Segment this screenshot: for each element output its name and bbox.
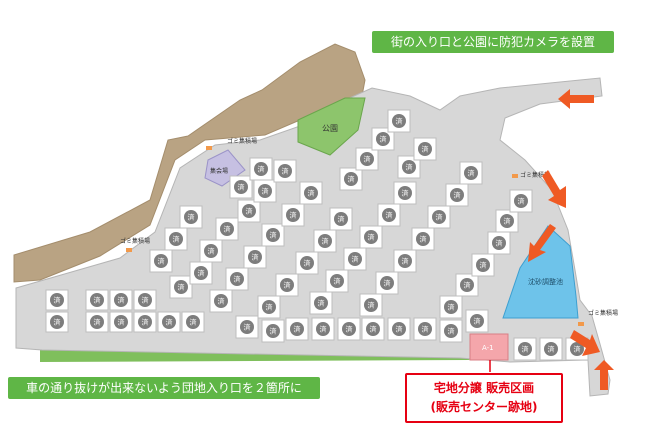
camera-notice: 街の入り口と公園に防犯カメラを設置: [372, 31, 614, 53]
svg-text:済: 済: [270, 327, 277, 336]
svg-text:済: 済: [224, 225, 231, 234]
svg-text:済: 済: [334, 277, 341, 286]
svg-text:済: 済: [480, 261, 487, 270]
svg-text:済: 済: [262, 187, 269, 196]
svg-text:済: 済: [448, 327, 455, 336]
svg-text:済: 済: [338, 215, 345, 224]
svg-text:済: 済: [396, 117, 403, 126]
park-label: 公園: [322, 124, 338, 133]
sale-subtitle: (販売センター跡地): [430, 400, 538, 414]
svg-text:済: 済: [318, 299, 325, 308]
svg-text:済: 済: [54, 318, 61, 327]
svg-text:済: 済: [436, 213, 443, 222]
svg-text:済: 済: [190, 318, 197, 327]
svg-text:済: 済: [244, 323, 251, 332]
svg-text:済: 済: [282, 167, 289, 176]
svg-text:済: 済: [496, 239, 503, 248]
svg-text:済: 済: [188, 213, 195, 222]
svg-text:済: 済: [518, 197, 525, 206]
svg-text:済: 済: [246, 207, 253, 216]
svg-text:済: 済: [118, 296, 125, 305]
pond-label: 沈砂調整池: [528, 277, 563, 286]
entrance-arrow-icon: [528, 89, 614, 390]
garbage-station-3: [512, 174, 518, 178]
svg-text:済: 済: [522, 345, 529, 354]
svg-text:済: 済: [54, 296, 61, 305]
svg-text:済: 済: [422, 325, 429, 334]
meeting-hall-label: 集会場: [210, 167, 228, 175]
entrance-notice: 車の通り抜けが出来ないよう団地入り口を２箇所に: [8, 377, 320, 399]
svg-text:済: 済: [448, 303, 455, 312]
garbage-station-4: [578, 322, 584, 326]
pond: [502, 225, 579, 319]
svg-text:済: 済: [94, 296, 101, 305]
svg-text:済: 済: [352, 255, 359, 264]
svg-text:済: 済: [173, 235, 180, 244]
svg-text:済: 済: [308, 189, 315, 198]
sold-badges: [50, 114, 584, 356]
garbage-label-1: ゴミ集積場: [227, 137, 257, 145]
svg-text:済: 済: [290, 211, 297, 220]
svg-text:済: 済: [422, 145, 429, 154]
park: [297, 97, 366, 156]
svg-text:済: 済: [370, 325, 377, 334]
svg-text:済: 済: [218, 297, 225, 306]
svg-text:済: 済: [402, 257, 409, 266]
svg-text:済: 済: [320, 325, 327, 334]
svg-text:済: 済: [454, 191, 461, 200]
garbage-label-2: ゴミ集積場: [120, 237, 150, 245]
svg-text:済: 済: [368, 233, 375, 242]
svg-text:済: 済: [166, 318, 173, 327]
sale-lot-callout[interactable]: 宅地分譲 販売区画 (販売センター跡地): [405, 373, 563, 423]
svg-text:済: 済: [118, 318, 125, 327]
svg-text:済: 済: [402, 189, 409, 198]
svg-text:済: 済: [468, 169, 475, 178]
svg-text:済: 済: [384, 279, 391, 288]
svg-text:済: 済: [258, 165, 265, 174]
svg-text:済: 済: [346, 325, 353, 334]
svg-text:済: 済: [270, 231, 277, 240]
svg-text:済: 済: [420, 235, 427, 244]
svg-text:済: 済: [294, 325, 301, 334]
svg-text:済: 済: [208, 247, 215, 256]
svg-text:済: 済: [142, 296, 149, 305]
sale-title: 宅地分譲 販売区画: [433, 381, 535, 395]
hillside: [13, 43, 366, 283]
svg-text:済: 済: [548, 345, 555, 354]
svg-text:済: 済: [574, 345, 581, 354]
svg-text:済: 済: [364, 155, 371, 164]
garbage-label-3: ゴミ集積場: [520, 171, 550, 179]
svg-text:済: 済: [348, 175, 355, 184]
svg-text:済: 済: [386, 211, 393, 220]
svg-text:済: 済: [178, 283, 185, 292]
svg-text:済: 済: [322, 237, 329, 246]
garbage-station-2: [126, 248, 132, 252]
svg-text:済: 済: [234, 275, 241, 284]
sold-badge-labels: 済済 済済済 済済済済済 済済済 済済済済 済済済 済済 済済済済済済 済済済済…: [54, 117, 581, 354]
svg-text:済: 済: [94, 318, 101, 327]
svg-text:済: 済: [304, 259, 311, 268]
svg-text:済: 済: [252, 253, 259, 262]
svg-text:済: 済: [158, 257, 165, 266]
sale-lot-a1[interactable]: [469, 333, 509, 361]
svg-text:済: 済: [142, 318, 149, 327]
svg-text:済: 済: [198, 269, 205, 278]
svg-text:済: 済: [380, 135, 387, 144]
svg-text:済: 済: [474, 317, 481, 326]
sale-lot-label: A-1: [482, 344, 494, 352]
svg-text:済: 済: [396, 325, 403, 334]
svg-text:済: 済: [464, 281, 471, 290]
svg-text:済: 済: [368, 301, 375, 310]
garbage-station-1: [206, 146, 212, 150]
svg-text:済: 済: [238, 183, 245, 192]
garbage-label-4: ゴミ集積場: [588, 309, 618, 317]
svg-text:済: 済: [504, 217, 511, 226]
svg-text:済: 済: [406, 163, 413, 172]
svg-text:済: 済: [284, 281, 291, 290]
svg-text:済: 済: [266, 303, 273, 312]
